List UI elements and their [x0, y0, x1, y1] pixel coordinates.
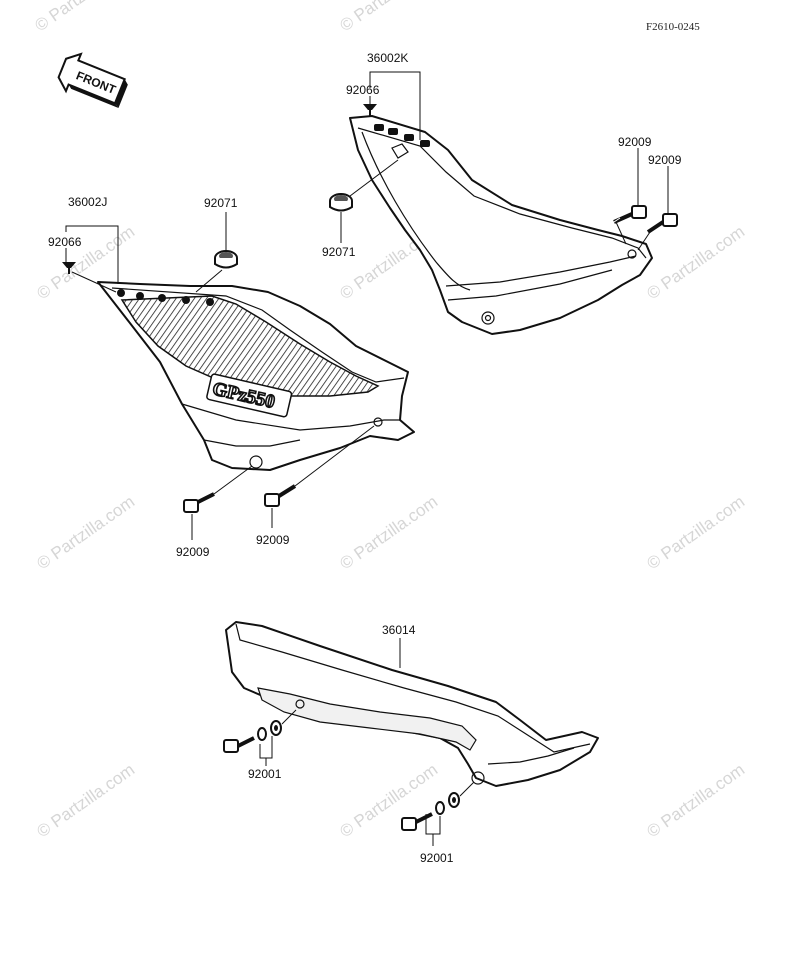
- watermark: © Partzilla.com: [33, 492, 138, 573]
- bolt-washer-icon: [401, 792, 460, 831]
- watermark: © Partzilla.com: [31, 0, 136, 35]
- label-36002j: 36002J: [68, 195, 107, 209]
- clip-icon: [363, 104, 377, 116]
- label-92009-right-b: 92009: [648, 153, 682, 167]
- watermark: © Partzilla.com: [336, 760, 441, 841]
- bolt-washer-icon: [223, 720, 282, 753]
- label-92071-left: 92071: [204, 196, 238, 210]
- label-36002k: 36002K: [367, 51, 408, 65]
- bolt-icon: [646, 213, 678, 234]
- watermark: © Partzilla.com: [336, 0, 441, 35]
- bolt-icon: [613, 205, 647, 224]
- label-92009-bottom-b: 92009: [256, 533, 290, 547]
- grommet-icon: [214, 250, 238, 269]
- watermark: © Partzilla.com: [643, 760, 748, 841]
- label-36014: 36014: [382, 623, 416, 637]
- watermark: © Partzilla.com: [33, 760, 138, 841]
- watermark: © Partzilla.com: [643, 492, 748, 573]
- watermark: © Partzilla.com: [643, 222, 748, 303]
- side-cover-right: [329, 104, 678, 335]
- clip-icon: [62, 262, 76, 274]
- label-92066-left: 92066: [48, 235, 82, 249]
- label-92001-b: 92001: [420, 851, 454, 865]
- chain-cover: [223, 621, 599, 831]
- label-92001-a: 92001: [248, 767, 282, 781]
- side-cover-left: GPz550: [62, 212, 415, 540]
- label-92009-bottom-a: 92009: [176, 545, 210, 559]
- label-92009-right-a: 92009: [618, 135, 652, 149]
- bolt-icon: [264, 484, 297, 507]
- label-92071-right: 92071: [322, 245, 356, 259]
- diagram-code: F2610-0245: [646, 21, 700, 33]
- front-arrow-icon: FRONT: [57, 52, 128, 108]
- grommet-icon: [329, 193, 353, 212]
- bolt-icon: [183, 492, 215, 513]
- watermark: © Partzilla.com: [336, 492, 441, 573]
- label-92066-top: 92066: [346, 83, 380, 97]
